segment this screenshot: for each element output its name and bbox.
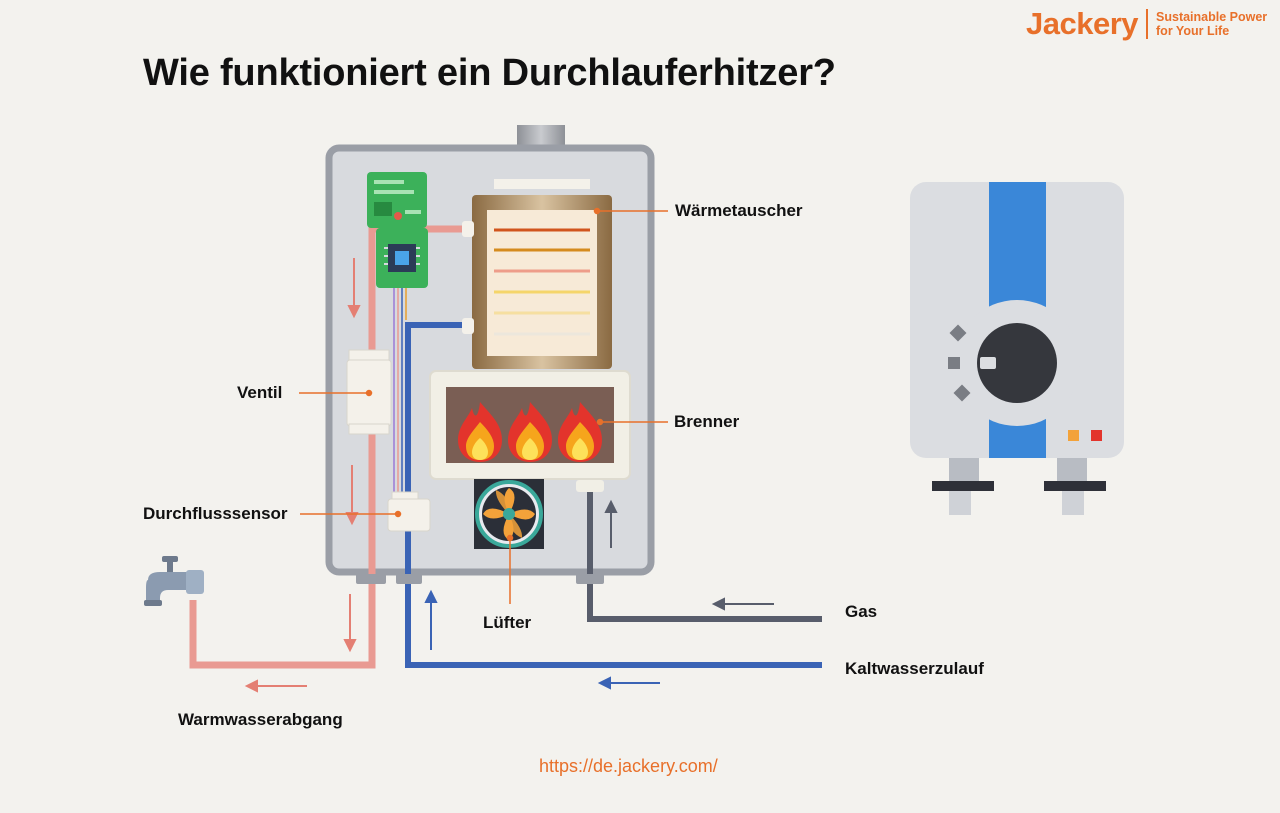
label-gas: Gas — [845, 602, 878, 621]
fan-icon — [474, 479, 544, 549]
flame-icon — [558, 402, 602, 462]
brand-separator — [1146, 9, 1149, 39]
faucet-icon — [144, 556, 204, 606]
flame-icon — [508, 402, 552, 462]
label-valve: Ventil — [237, 383, 283, 402]
bottom-connectors — [356, 574, 604, 584]
circuit-board-icon — [367, 172, 428, 500]
water-heater-icon — [910, 182, 1124, 515]
label-cold-water: Kaltwasserzulauf — [845, 659, 984, 678]
flame-icon — [458, 402, 502, 462]
label-hot-water: Warmwasserabgang — [178, 710, 343, 729]
gas-pipe — [587, 490, 822, 622]
brand-tagline-line1: Sustainable Power — [1156, 10, 1268, 24]
label-burner: Brenner — [674, 412, 740, 431]
brand-tagline-line2: for Your Life — [1156, 24, 1230, 38]
gas-flow-arrows — [604, 499, 774, 611]
page-title: Wie funktioniert ein Durchlauferhitzer? — [143, 52, 836, 94]
hot-flow-arrows — [244, 258, 361, 693]
label-flow-sensor: Durchflusssensor — [143, 504, 288, 523]
gas-nozzle — [576, 480, 604, 492]
brand-tagline: Sustainable Power for Your Life — [1156, 10, 1267, 38]
cold-flow-arrows — [424, 589, 660, 690]
heat-exchanger — [462, 179, 612, 369]
source-url-link[interactable]: https://de.jackery.com/ — [539, 756, 718, 776]
leader-lines — [299, 207, 668, 604]
brand-logo[interactable]: Jackery Sustainable Power for Your Life — [1026, 6, 1267, 42]
label-fan: Lüfter — [483, 613, 532, 632]
label-heat-exchanger: Wärmetauscher — [675, 201, 803, 220]
flow-sensor — [387, 491, 431, 532]
brand-name: Jackery — [1026, 6, 1139, 41]
